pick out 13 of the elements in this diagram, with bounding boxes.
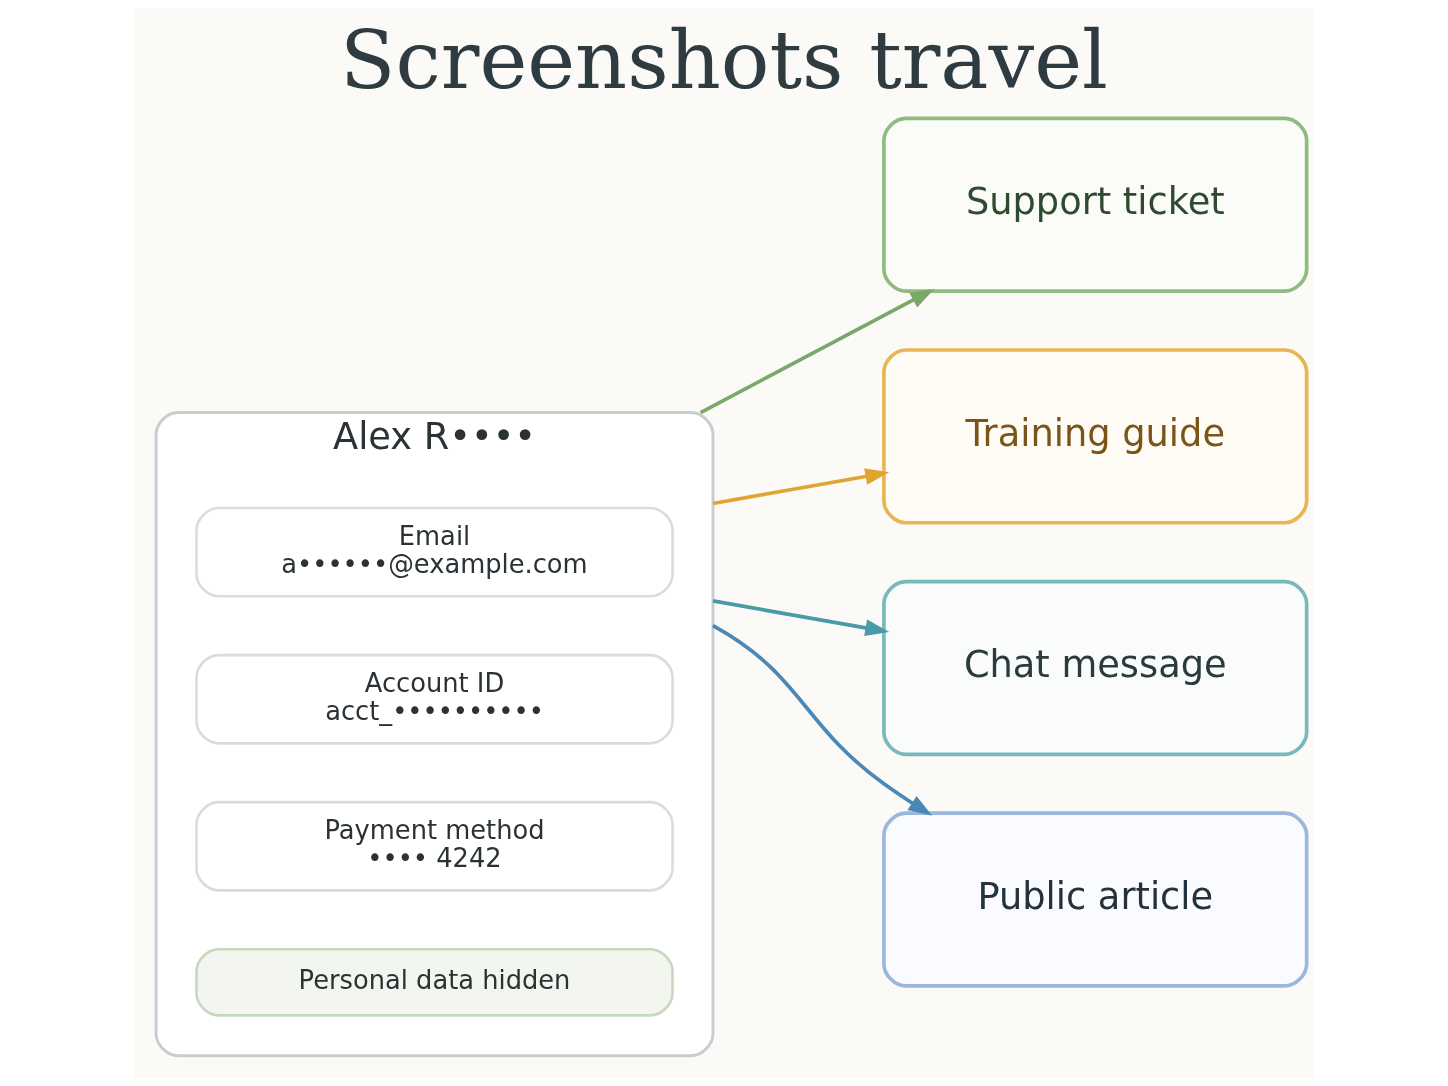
node-box: Personal data hidden	[195, 947, 674, 1017]
arrow	[712, 624, 933, 816]
node-box: Support ticket	[882, 116, 1309, 294]
arrow	[699, 288, 935, 415]
node-box: Email a••••••@example.com	[195, 506, 674, 598]
arrow	[712, 599, 890, 637]
node-box: Public article	[882, 811, 1309, 988]
node-box: Payment method •••• 4242	[195, 800, 674, 892]
arrow	[712, 468, 890, 506]
node-box: Account ID acct_••••••••••	[195, 653, 674, 745]
diagram-title: Screenshots travel	[340, 12, 1108, 107]
node-box: Chat message	[882, 579, 1309, 757]
node-box: Training guide	[882, 348, 1309, 525]
